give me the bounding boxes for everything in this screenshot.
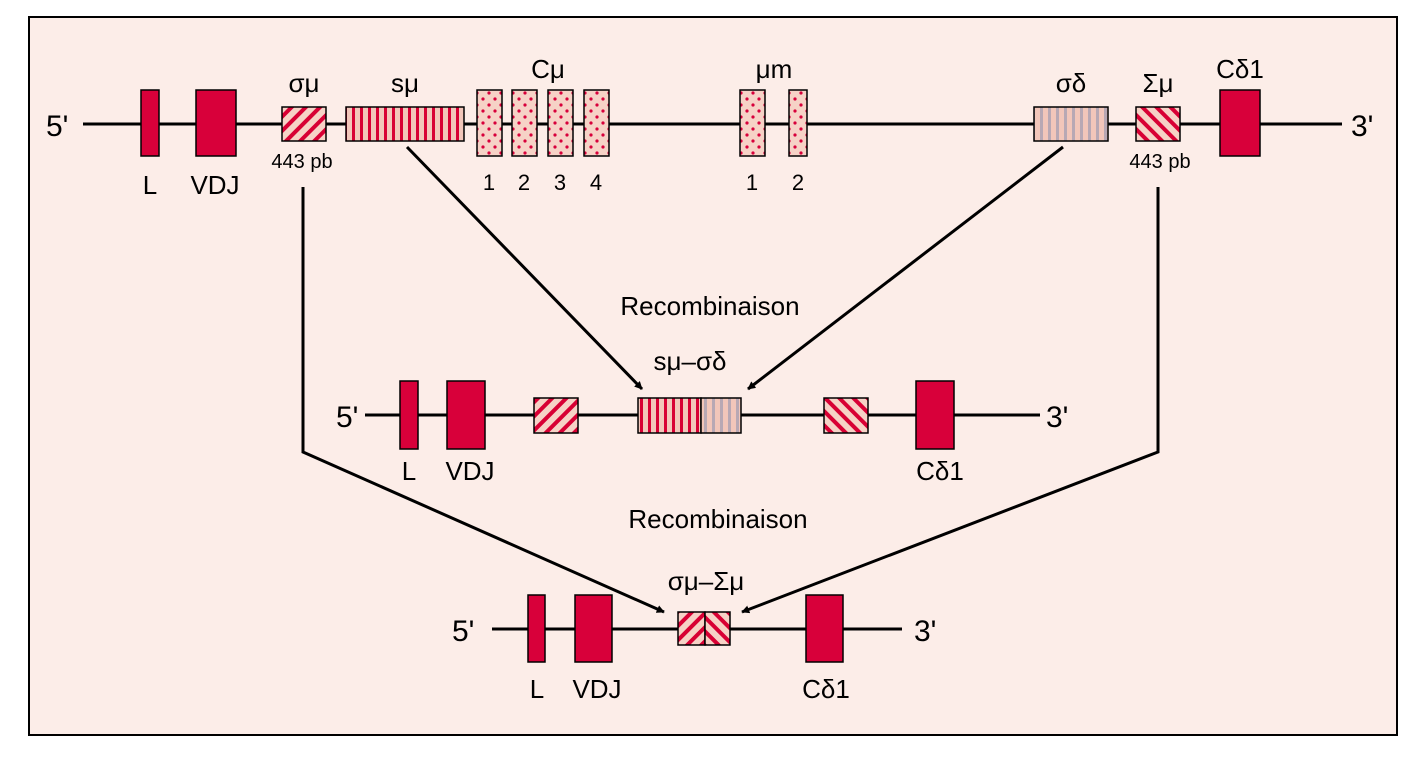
- middle-sigma-delta-part: [700, 397, 742, 434]
- top-mu-m-exon-1: [739, 89, 766, 157]
- top-L-label: L: [143, 170, 157, 200]
- top-sigma-delta-segment: [1033, 106, 1109, 142]
- arrow-sigma-delta-to-junction: [747, 145, 1064, 391]
- top-Sigma-mu-size: 443 pb: [1129, 151, 1190, 173]
- top-L-exon: [140, 89, 160, 157]
- top-c-mu-exon-2-number: 2: [518, 170, 530, 195]
- top-VDJ-label: VDJ: [190, 170, 239, 200]
- middle-five-prime: 5': [336, 401, 358, 434]
- top-sigma-delta-label: σδ: [1056, 68, 1087, 98]
- bottom-sigma-mu-part: [677, 611, 706, 646]
- middle-three-prime: 3': [1046, 401, 1068, 434]
- bottom-three-prime: 3': [914, 615, 936, 648]
- top-c-mu-exon-2: [511, 89, 538, 157]
- bottom-L-exon: [527, 594, 546, 663]
- bottom-five-prime: 5': [452, 615, 474, 648]
- top-mu-m-exon-2: [788, 89, 808, 157]
- middle-VDJ-exon: [446, 380, 486, 450]
- bottom-c-delta1-exon: [805, 594, 844, 663]
- middle-Sigma-mu-segment: [823, 397, 869, 434]
- recombination-1-junction-label: sμ–σδ: [654, 346, 727, 376]
- top-mu-m-label: μm: [756, 54, 793, 84]
- top-c-delta1-exon: [1219, 89, 1261, 157]
- arrow-Sigma-mu-to-junction: [741, 187, 1160, 614]
- top-sigma-mu-label: σμ: [288, 68, 319, 98]
- bottom-Sigma-mu-part: [704, 611, 731, 646]
- top-c-mu-exon-1-number: 1: [483, 170, 495, 195]
- recombination-2-junction-label: σμ–Σμ: [668, 566, 745, 596]
- middle-c-delta1-label: Cδ1: [916, 456, 964, 486]
- top-c-delta1-label: Cδ1: [1216, 54, 1264, 84]
- top-five-prime: 5': [46, 110, 68, 143]
- middle-row-gene: 5' 3' L VDJ Cδ1: [336, 380, 1068, 486]
- top-c-mu-exon-4-number: 4: [590, 170, 602, 195]
- top-c-mu-exon-1: [476, 89, 503, 157]
- middle-c-delta1-exon: [915, 380, 955, 450]
- middle-VDJ-label: VDJ: [445, 456, 494, 486]
- top-c-mu-exon-3-number: 3: [554, 170, 566, 195]
- bottom-L-label: L: [530, 674, 544, 704]
- top-c-mu-exon-3: [547, 89, 574, 157]
- bottom-c-delta1-label: Cδ1: [802, 674, 850, 704]
- recombination-1-label: Recombinaison: [620, 291, 799, 321]
- arrow-s-mu-to-junction: [405, 145, 644, 391]
- top-c-mu-exon-4: [583, 89, 610, 157]
- top-sigma-mu-size: 443 pb: [271, 151, 332, 173]
- middle-L-label: L: [402, 456, 416, 486]
- top-mu-m-exon-2-number: 2: [792, 170, 804, 195]
- middle-s-mu-part: [637, 397, 702, 434]
- middle-L-exon: [399, 380, 419, 450]
- top-s-mu-segment: [345, 106, 465, 142]
- top-c-mu-label: Cμ: [531, 54, 565, 84]
- middle-sigma-mu-segment: [533, 397, 579, 434]
- top-s-mu-label: sμ: [391, 68, 419, 98]
- top-mu-m-exon-1-number: 1: [746, 170, 758, 195]
- top-Sigma-mu-label: Σμ: [1142, 68, 1173, 98]
- recombination-2-label: Recombinaison: [628, 504, 807, 534]
- top-Sigma-mu-segment: [1135, 106, 1181, 142]
- bottom-row-gene: 5' 3' L VDJ Cδ1: [452, 594, 936, 704]
- top-three-prime: 3': [1351, 110, 1373, 143]
- recombination-1-arrows: [405, 145, 1064, 391]
- bottom-VDJ-exon: [574, 594, 613, 663]
- top-sigma-mu-segment: [281, 106, 327, 142]
- recombination-2-arrows: [301, 187, 1160, 614]
- top-row-gene: 5' 3' L VDJ σμ 443 pb sμ Cμ 1 2 3 4 μm 1…: [46, 54, 1373, 200]
- arrow-sigma-mu-to-junction: [301, 187, 665, 614]
- bottom-VDJ-label: VDJ: [572, 674, 621, 704]
- top-VDJ-exon: [195, 89, 237, 157]
